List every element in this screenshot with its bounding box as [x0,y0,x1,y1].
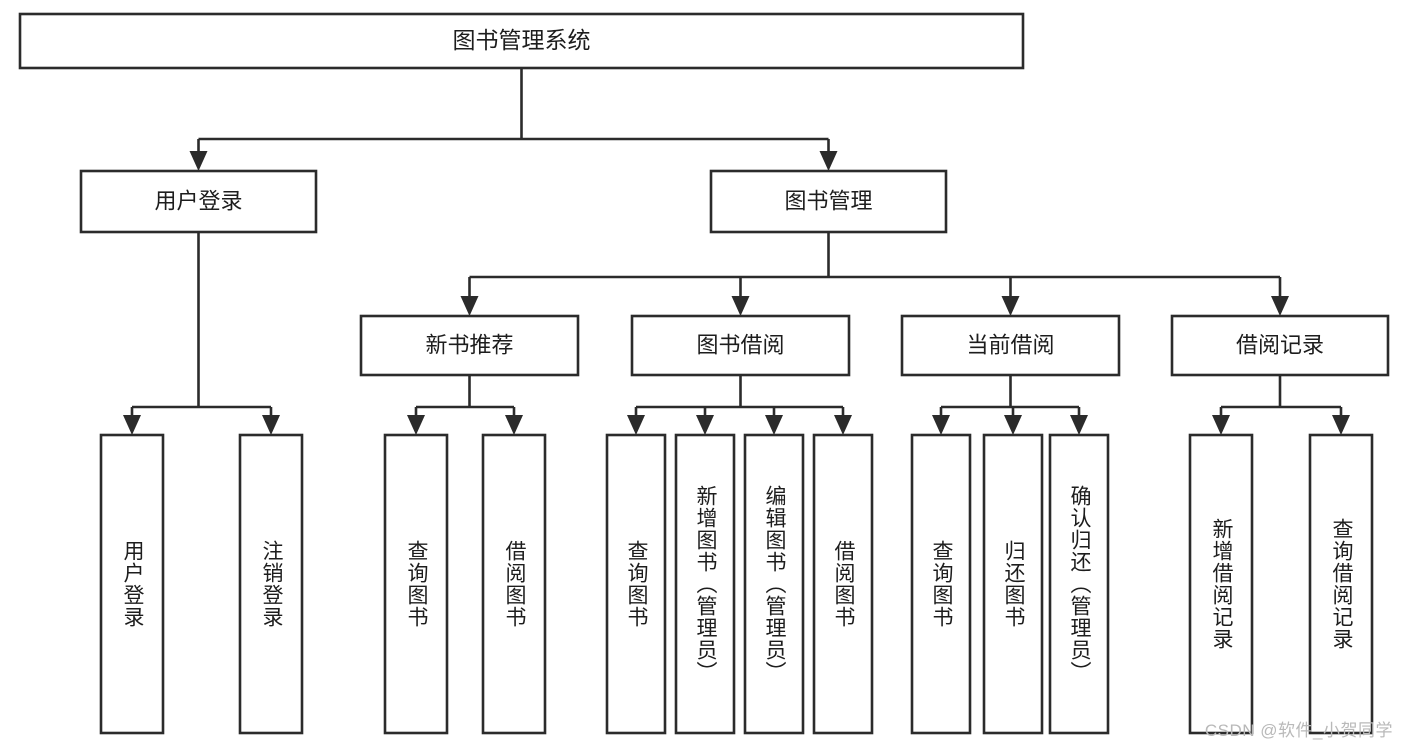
node-box-book-borrow[interactable] [630,314,851,377]
node-box-leaf-borrow-edit-book[interactable] [743,433,805,735]
node-box-user-login[interactable] [79,169,318,234]
node-box-leaf-user-login[interactable] [99,433,165,735]
arrow-book-manage [819,151,838,171]
node-box-leaf-borrow-add-book[interactable] [674,433,736,735]
node-label-borrow-record: 借阅记录 [1236,332,1324,357]
node-box-leaf-cur-confirm-return[interactable] [1048,433,1110,735]
node-box-leaf-rec-add-record[interactable] [1188,433,1254,735]
node-box-leaf-cur-query-book[interactable] [910,433,972,735]
box-layer [18,12,1390,735]
arrow-new-book-rec [460,296,479,316]
arrow-user-login [189,151,208,171]
arrow-leaf-cur-return-book [1004,415,1022,435]
node-label-current-borrow: 当前借阅 [966,332,1054,357]
node-box-leaf-user-logout[interactable] [238,433,304,735]
node-box-leaf-cur-return-book[interactable] [982,433,1044,735]
node-box-leaf-rec-query-book[interactable] [383,433,449,735]
arrow-leaf-rec-add-record [1212,415,1230,435]
arrow-leaf-rec-borrow-book [505,415,523,435]
node-label-root: 图书管理系统 [453,27,591,53]
node-label-book-manage: 图书管理 [784,188,872,213]
node-box-leaf-rec-borrow-book[interactable] [481,433,547,735]
arrow-leaf-user-logout [262,415,280,435]
node-box-root[interactable] [18,12,1025,70]
arrow-leaf-cur-confirm-return [1070,415,1088,435]
arrow-leaf-borrow-edit-book [765,415,783,435]
node-box-borrow-record[interactable] [1170,314,1390,377]
node-label-user-login: 用户登录 [154,188,242,213]
node-box-new-book-rec[interactable] [359,314,580,377]
arrow-leaf-rec-query-book [407,415,425,435]
arrow-book-borrow [731,296,750,316]
node-box-leaf-borrow-query-book[interactable] [605,433,667,735]
connector-layer [123,68,1350,435]
arrow-leaf-user-login [123,415,141,435]
arrow-current-borrow [1001,296,1020,316]
node-box-current-borrow[interactable] [900,314,1121,377]
arrow-leaf-borrow-query-book [627,415,645,435]
arrow-leaf-borrow-add-book [696,415,714,435]
arrow-borrow-record [1271,296,1289,316]
arrow-leaf-rec-query-record [1332,415,1350,435]
arrow-leaf-borrow-borrow-book [834,415,852,435]
node-box-book-manage[interactable] [709,169,948,234]
watermark-text: CSDN @软件_小贺同学 [1204,721,1393,740]
node-label-new-book-rec: 新书推荐 [425,332,513,357]
node-label-book-borrow: 图书借阅 [696,332,784,357]
node-box-leaf-borrow-borrow-book[interactable] [812,433,874,735]
node-box-leaf-rec-query-record[interactable] [1308,433,1374,735]
arrow-leaf-cur-query-book [932,415,950,435]
